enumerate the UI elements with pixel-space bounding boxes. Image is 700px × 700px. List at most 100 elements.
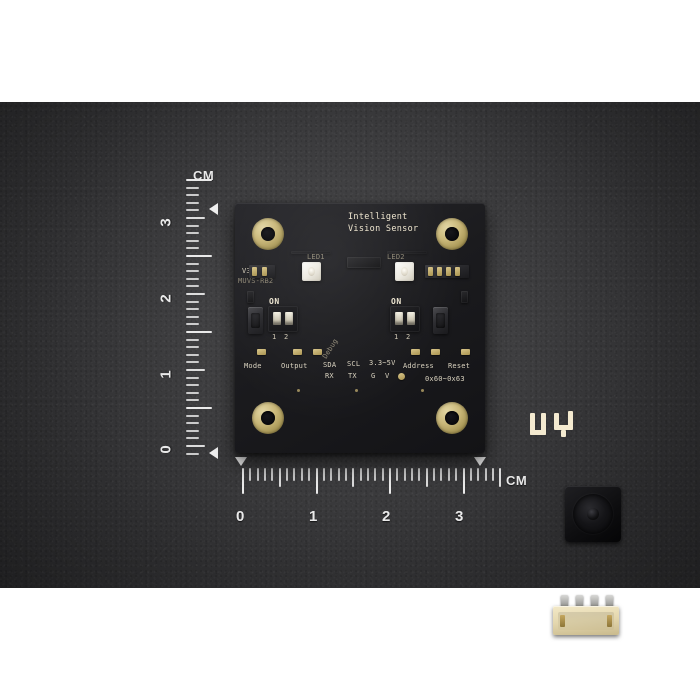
mode-dip-switch[interactable] xyxy=(268,306,298,332)
horizontal-ruler-minor-tick xyxy=(264,468,267,481)
horizontal-ruler-ticks xyxy=(240,468,502,494)
vertical-ruler-minor-tick xyxy=(186,338,199,341)
horizontal-ruler-major-tick xyxy=(315,468,318,494)
vertical-ruler-minor-tick xyxy=(186,437,199,440)
mode-dip-pos-2: 2 xyxy=(284,333,289,341)
horizontal-ruler-minor-tick xyxy=(425,468,428,487)
vertical-ruler-minor-tick xyxy=(186,285,199,288)
connector-latch-right xyxy=(607,615,612,627)
pin-label-sda: SDA xyxy=(323,361,337,369)
vertical-ruler-major-tick xyxy=(186,331,212,333)
horizontal-ruler-minor-tick xyxy=(477,468,480,481)
horizontal-ruler-minor-tick xyxy=(374,468,377,481)
connector-pin-2 xyxy=(576,595,583,611)
via-2 xyxy=(297,389,300,392)
address-dip-on-label: ON xyxy=(391,297,402,306)
vertical-ruler-minor-tick xyxy=(186,201,199,204)
vertical-ruler-minor-tick xyxy=(186,300,199,303)
silk-dash-left xyxy=(291,251,331,254)
horizontal-ruler-minor-tick xyxy=(286,468,289,481)
horizontal-ruler-major-tick xyxy=(389,468,391,494)
pin-label-tx: TX xyxy=(348,372,357,380)
expansion-pad-4 xyxy=(455,267,460,276)
vertical-ruler-major-tick xyxy=(186,407,212,409)
vertical-ruler-tick-3: 3 xyxy=(157,218,175,227)
board-title-line1: Intelligent xyxy=(348,212,408,222)
test-point xyxy=(398,373,405,380)
vertical-ruler-tick-1: 1 xyxy=(157,370,175,379)
horizontal-ruler-minor-tick xyxy=(308,468,311,481)
horizontal-ruler-minor-tick xyxy=(484,468,487,481)
horizontal-ruler-minor-tick xyxy=(249,468,252,481)
connector-pin-4 xyxy=(606,595,613,611)
vertical-ruler-minor-tick xyxy=(186,315,199,318)
horizontal-ruler-minor-tick xyxy=(337,468,340,481)
mounting-hole-top-right xyxy=(436,218,468,250)
debug-label: Debug xyxy=(321,337,340,361)
vertical-ruler-minor-tick xyxy=(186,452,199,455)
horizontal-ruler-minor-tick xyxy=(293,468,296,481)
vision-sensor-board: Intelligent Vision Sensor V311 MUVS-RB2 … xyxy=(235,203,621,635)
vertical-ruler-minor-tick xyxy=(186,369,205,371)
vertical-ruler-minor-tick xyxy=(186,376,199,379)
vertical-ruler-minor-tick xyxy=(186,247,199,250)
mode-label: Mode xyxy=(244,362,262,370)
vertical-ruler-ticks xyxy=(186,170,226,460)
pin-label-gnd: G xyxy=(371,372,376,380)
vertical-ruler-minor-tick xyxy=(186,399,199,402)
smd-pad-f xyxy=(461,349,470,355)
horizontal-ruler-unit-label: CM xyxy=(506,473,528,488)
address-range-label: 0x60~0x63 xyxy=(425,375,465,383)
expansion-pad-2 xyxy=(437,267,442,276)
horizontal-ruler-minor-tick xyxy=(447,468,450,481)
horizontal-ruler-minor-tick xyxy=(440,468,443,481)
vertical-ruler-minor-tick xyxy=(186,308,199,311)
vertical-ruler-minor-tick xyxy=(186,361,199,364)
vertical-ruler-major-tick xyxy=(186,179,212,181)
vertical-ruler-marker-bottom xyxy=(209,447,218,459)
reset-button[interactable] xyxy=(433,307,448,334)
horizontal-ruler-minor-tick xyxy=(403,468,406,481)
expansion-pad-1 xyxy=(428,267,433,276)
address-label: Address xyxy=(403,362,434,370)
horizontal-ruler-minor-tick xyxy=(499,468,502,487)
smd-pad-e xyxy=(431,349,440,355)
horizontal-ruler-minor-tick xyxy=(433,468,436,481)
led2-indicator xyxy=(395,262,414,281)
mode-button[interactable] xyxy=(248,307,263,334)
vertical-ruler-minor-tick xyxy=(186,346,199,349)
vertical-ruler-major-tick xyxy=(186,255,212,257)
horizontal-ruler-tick-3: 3 xyxy=(455,508,464,525)
via-3 xyxy=(421,389,424,392)
vertical-ruler-marker-top xyxy=(209,203,218,215)
address-dip-switch[interactable] xyxy=(390,306,420,332)
vertical-ruler-minor-tick xyxy=(186,224,199,227)
horizontal-ruler-minor-tick xyxy=(330,468,333,481)
horizontal-ruler-minor-tick xyxy=(300,468,303,481)
pin-label-scl: SCL xyxy=(347,360,361,368)
via-1 xyxy=(355,389,358,392)
left-header-pad-1 xyxy=(252,267,257,276)
vertical-ruler-minor-tick xyxy=(186,217,205,219)
horizontal-ruler-marker-right xyxy=(474,457,486,466)
horizontal-ruler-minor-tick xyxy=(256,468,259,481)
smd-pad-a xyxy=(257,349,266,355)
reset-label: Reset xyxy=(448,362,471,370)
vertical-ruler-minor-tick xyxy=(186,445,205,447)
vertical-ruler-minor-tick xyxy=(186,262,199,265)
camera-flex-connector xyxy=(347,257,381,268)
smd-resistor-left xyxy=(247,291,254,303)
vertical-ruler-minor-tick xyxy=(186,194,199,197)
jst-connector[interactable] xyxy=(553,595,619,635)
vertical-ruler-minor-tick xyxy=(186,353,199,356)
horizontal-ruler-tick-2: 2 xyxy=(382,508,391,525)
vertical-ruler-minor-tick xyxy=(186,277,199,280)
mode-dip-pos-1: 1 xyxy=(272,333,277,341)
vertical-ruler-minor-tick xyxy=(186,391,199,394)
vertical-ruler-minor-tick xyxy=(186,239,199,242)
camera-lens-icon xyxy=(573,494,613,534)
mounting-hole-bottom-left xyxy=(252,402,284,434)
pin-label-vcc: 3.3~5V xyxy=(369,359,396,367)
vertical-ruler-minor-tick xyxy=(186,209,199,212)
